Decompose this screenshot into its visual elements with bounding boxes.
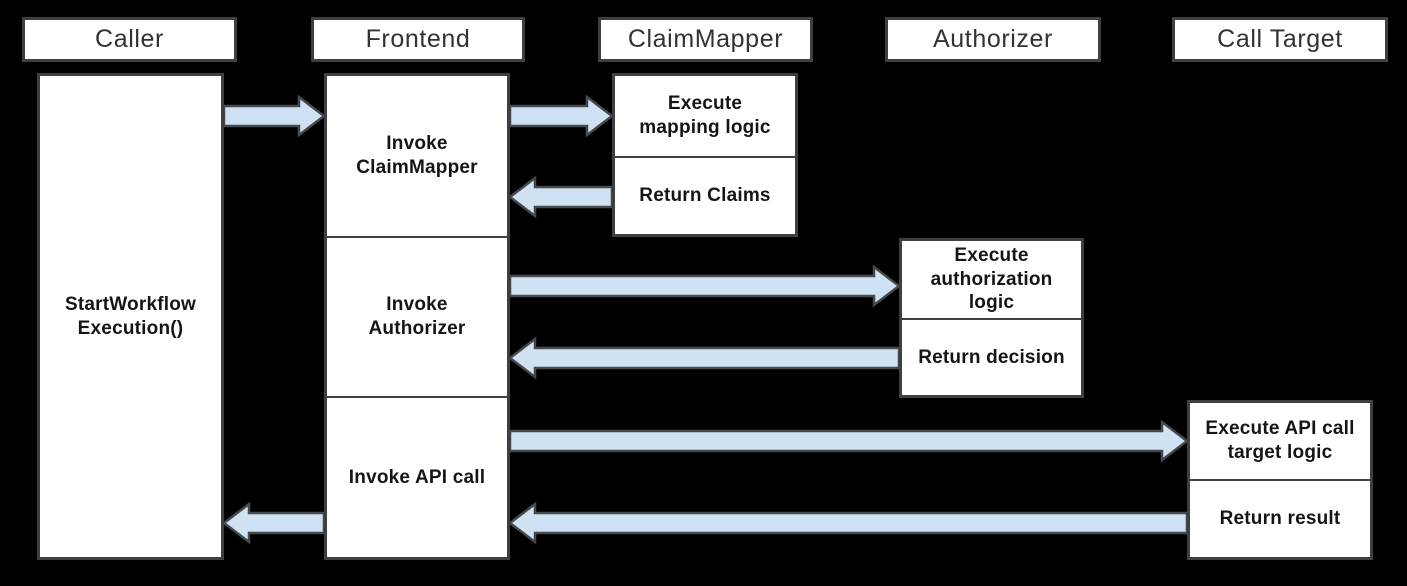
activation-box-calltarget: Execute API call target logic Return res…	[1187, 400, 1373, 560]
activation-box-caller: StartWorkflow Execution()	[37, 73, 224, 560]
step-return-decision: Return decision	[902, 318, 1081, 395]
step-invoke-api-call: Invoke API call	[327, 396, 507, 557]
step-label: Execute authorization logic	[930, 244, 1053, 314]
lane-header-claimmapper-label: ClaimMapper	[627, 25, 784, 53]
step-label: Execute API call target logic	[1205, 418, 1355, 463]
lane-header-caller: Caller	[22, 17, 237, 62]
activation-box-frontend: Invoke ClaimMapper Invoke Authorizer Inv…	[324, 73, 510, 560]
lane-header-calltarget: Call Target	[1172, 17, 1388, 62]
lane-header-authorizer-label: Authorizer	[933, 25, 1053, 53]
step-execute-api-call-target-logic: Execute API call target logic	[1190, 403, 1370, 479]
step-return-result: Return result	[1190, 479, 1370, 557]
arrow-calltarget-to-frontend	[507, 501, 1189, 545]
step-label: StartWorkflow Execution()	[64, 293, 197, 339]
step-startworkflowexecution: StartWorkflow Execution()	[40, 76, 221, 557]
step-invoke-authorizer: Invoke Authorizer	[327, 236, 507, 396]
step-execute-authorization-logic: Execute authorization logic	[902, 241, 1081, 318]
arrow-frontend-to-authorizer	[508, 264, 902, 308]
lane-header-calltarget-label: Call Target	[1217, 25, 1343, 53]
lane-header-frontend: Frontend	[311, 17, 525, 62]
step-label: Return result	[1219, 508, 1341, 530]
arrow-authorizer-to-frontend	[507, 336, 901, 380]
arrow-frontend-to-calltarget	[508, 419, 1190, 463]
step-label: Invoke Authorizer	[368, 294, 466, 339]
step-label: Invoke ClaimMapper	[356, 133, 478, 178]
arrow-caller-to-frontend	[222, 94, 327, 138]
step-return-claims: Return Claims	[615, 156, 795, 234]
step-label: Return Claims	[639, 185, 771, 207]
arrow-frontend-to-claimmapper	[508, 94, 615, 138]
lane-header-claimmapper: ClaimMapper	[598, 17, 813, 62]
arrow-claimmapper-to-frontend	[507, 175, 614, 219]
step-label: Invoke API call	[348, 466, 486, 488]
arrow-frontend-to-caller	[221, 501, 326, 545]
lane-header-frontend-label: Frontend	[365, 25, 471, 53]
step-label: Return decision	[918, 346, 1065, 368]
activation-box-claimmapper: Execute mapping logic Return Claims	[612, 73, 798, 237]
lane-header-caller-label: Caller	[95, 25, 164, 53]
activation-box-authorizer: Execute authorization logic Return decis…	[899, 238, 1084, 398]
lane-header-authorizer: Authorizer	[885, 17, 1101, 62]
step-invoke-claimmapper: Invoke ClaimMapper	[327, 76, 507, 236]
step-execute-mapping-logic: Execute mapping logic	[615, 76, 795, 156]
step-label: Execute mapping logic	[639, 93, 771, 138]
